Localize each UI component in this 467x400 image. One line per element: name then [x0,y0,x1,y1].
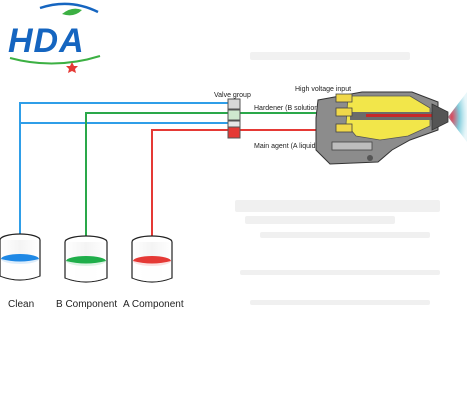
main-agent-label: Main agent (A liquid) [254,143,318,150]
logo-swoosh [39,2,99,14]
valve-group [227,98,241,139]
container-label-b: B Component [56,299,117,310]
hardener-label: Hardener (B solution) [254,105,321,112]
valve-clean [227,98,241,110]
valve-a [227,126,241,139]
gun-nozzle [431,103,449,131]
background-watermark [235,52,440,305]
gun-needle [366,114,432,117]
valve-group-label: Valve group [214,92,251,99]
container-label-a: A Component [123,299,184,310]
container-a-component: A Component [123,235,184,310]
valve-mid [227,120,241,128]
logo-text: HDA [8,22,85,60]
b-component-line [85,112,228,253]
container-label-clean: Clean [8,299,34,310]
gun-bolt [367,155,373,161]
clean-line [19,102,228,250]
valve-b [227,109,241,121]
a-component-line [151,129,228,253]
spray-cone [448,92,467,142]
logo-underline [9,55,101,65]
logo-leaf [62,8,82,16]
spray-gun [315,91,467,165]
pipelines [19,102,338,253]
container-clean: Clean [0,233,41,310]
gun-grey-slot [331,141,373,151]
hda-logo: HDA [8,2,101,73]
high-voltage-label: High voltage input [295,86,351,93]
logo-star [66,62,78,73]
gun-fittings [335,93,353,133]
container-b-component: B Component [56,235,117,310]
